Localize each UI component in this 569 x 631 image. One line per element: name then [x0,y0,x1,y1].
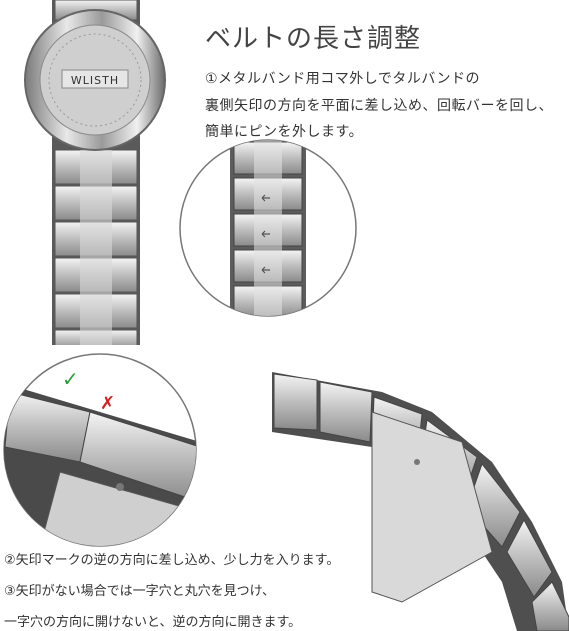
step1-line1: ①メタルバンド用コマ外しでタルバンドの [205,71,481,87]
watch-bracelet-image: WLISTH [24,0,166,345]
open-clasp-image [272,372,569,631]
step1-line3: 簡単にピンを外します。 [205,124,364,140]
watch-brand-text: WLISTH [71,74,119,87]
correct-mark: ✓ [62,367,79,391]
wrong-mark: ✗ [100,393,115,414]
step3-line2: 一字穴の方向に開けないと、逆の方向に開きます。 [4,615,302,630]
step3-line1: ③矢印がない場合では一字穴と丸穴を見つけ、 [4,584,276,599]
link-pin-zoom-circle: ✓ ✗ [3,353,197,547]
step2-text: ②矢印マークの逆の方向に差し込め、少し力を入ります。 [4,553,340,568]
band-back-zoom-circle [179,139,357,317]
page-title: ベルトの長さ調整 [205,24,422,54]
step1-line2: 裏側矢印の方向を平面に差し込め、回転バーを回し、 [205,98,553,114]
